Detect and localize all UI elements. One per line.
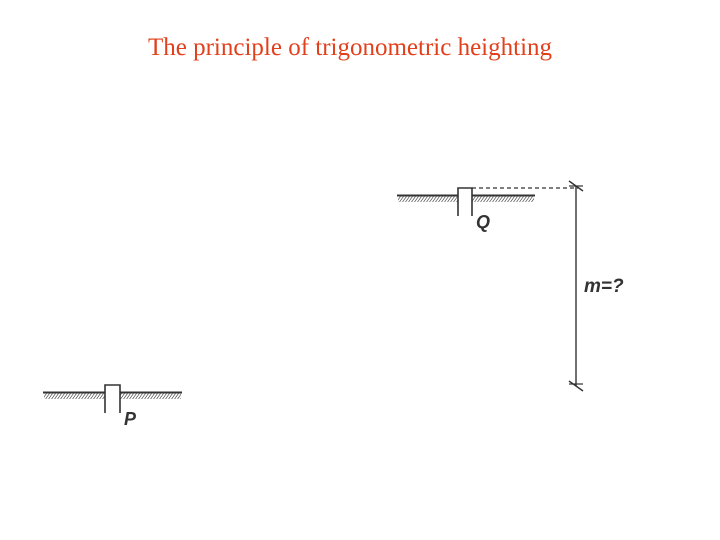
benchmark-p — [104, 384, 121, 413]
dimension-tick-bottom — [568, 380, 584, 392]
point-label-p: P — [124, 409, 137, 429]
ground-q — [397, 194, 535, 202]
ground-p-hatch-left — [44, 393, 105, 399]
ground-q-hatch-right — [472, 196, 534, 202]
slide-title: The principle of trigonometric heighting — [147, 34, 553, 61]
ground-p-hatch-right — [120, 393, 181, 399]
ground-q-hatch-left — [398, 196, 458, 202]
dimension-tick-top — [568, 180, 584, 192]
ground-p — [43, 391, 182, 399]
point-label-q: Q — [476, 212, 490, 232]
benchmark-q — [457, 187, 473, 216]
height-difference-label: m=? — [584, 276, 624, 297]
